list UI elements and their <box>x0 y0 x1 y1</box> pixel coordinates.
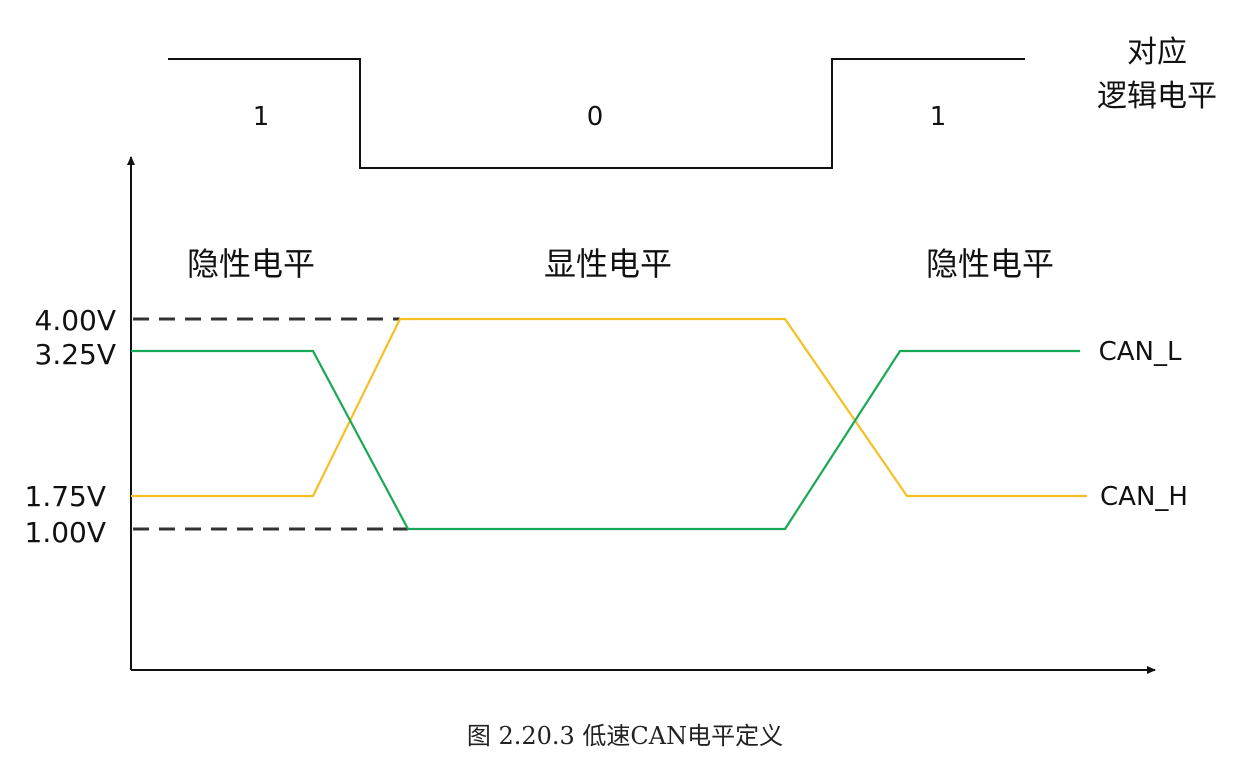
voltage-3-25: 3.25V <box>35 338 117 371</box>
can-l-line <box>131 349 1080 531</box>
state-recessive-right: 隐性电平 <box>926 245 1054 283</box>
can-h-line <box>131 317 1087 498</box>
can-l-label: CAN_L <box>1099 337 1182 367</box>
logic-bit-2: 0 <box>587 102 604 132</box>
voltage-1-75: 1.75V <box>25 480 107 513</box>
logic-waveform <box>168 58 1025 169</box>
logic-bit-3: 1 <box>930 102 947 132</box>
logic-bit-1: 1 <box>253 102 270 132</box>
state-recessive-left: 隐性电平 <box>187 245 315 283</box>
state-dominant: 显性电平 <box>544 245 672 283</box>
can-h-label: CAN_H <box>1100 482 1188 512</box>
logic-title-line1: 对应 <box>1127 35 1187 70</box>
voltage-1-00: 1.00V <box>25 516 107 549</box>
figure-caption: 图 2.20.3 低速CAN电平定义 <box>467 722 783 750</box>
logic-title-line2: 逻辑电平 <box>1097 79 1217 114</box>
voltage-4-00: 4.00V <box>35 304 117 337</box>
